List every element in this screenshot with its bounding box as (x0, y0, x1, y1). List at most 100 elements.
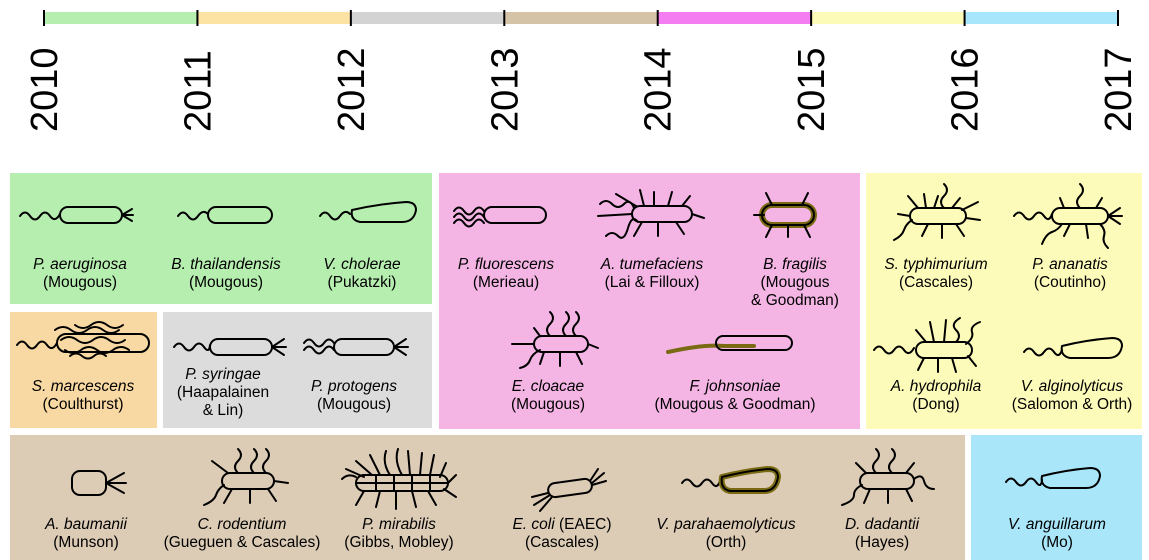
organism-label: P. syringae (Haapalainen & Lin) (177, 366, 269, 420)
authors: (Orth) (656, 534, 795, 552)
species-suffix: (EAEC) (555, 516, 612, 533)
organism-label: C. rodentium (Gueguen & Cascales) (164, 516, 321, 552)
authors: (Coutinho) (1032, 274, 1108, 292)
rod-multi-flagella-pili-icon (302, 331, 432, 361)
organism-label: D. dadantii (Hayes) (845, 516, 919, 552)
timeline-year-label: 2017 (1098, 47, 1140, 132)
rod-flagellum-pili-icon (18, 200, 158, 230)
authors: (Mougous) (171, 274, 280, 292)
organism-label: V. anguillarum (Mo) (1008, 516, 1106, 552)
rod-peritrichous-icon (830, 443, 940, 513)
organism-label: V. cholerae (Pukatzki) (323, 256, 400, 292)
organism-label: A. baumanii (Munson) (45, 516, 127, 552)
timeline-year-label: 2012 (331, 47, 373, 132)
timeline-period-segment (44, 12, 197, 24)
species-name: E. coli (512, 516, 554, 533)
authors: (Salomon & Orth) (1012, 396, 1133, 414)
timeline: 2010 2011 2012 2013 2014 2015 2016 2017 (0, 0, 1149, 150)
authors: (Hayes) (845, 534, 919, 552)
timeline-year-label: 2016 (945, 47, 987, 132)
authors: (Gibbs, Mobley) (344, 534, 453, 552)
organism-label: P. aeruginosa (Mougous) (33, 256, 127, 292)
authors: (Mougous & Goodman) (654, 396, 815, 414)
organism-label: E. coli (EAEC) (Cascales) (512, 516, 611, 552)
authors: (Munson) (45, 534, 127, 552)
authors: (Mo) (1008, 534, 1106, 552)
rod-flagellum-icon (176, 200, 276, 230)
species-name: P. mirabilis (344, 516, 453, 534)
organism-label: A. hydrophila (Dong) (891, 378, 981, 414)
organism-label: P. mirabilis (Gibbs, Mobley) (344, 516, 453, 552)
species-name: P. protogens (311, 378, 397, 396)
timeline-period-segment (658, 12, 811, 24)
species-name: D. dadantii (845, 516, 919, 534)
organism-label: E. cloacae (Mougous) (511, 378, 585, 414)
authors: (Gueguen & Cascales) (164, 534, 321, 552)
coccobacillus-pili-icon (68, 465, 138, 499)
organism-label: P. protogens (Mougous) (311, 378, 397, 414)
timeline-year-label: 2011 (177, 50, 219, 132)
authors: (Dong) (891, 396, 981, 414)
species-name: A. baumanii (45, 516, 127, 534)
gliding-rod-icon (664, 330, 804, 360)
authors: (Mougous) (311, 396, 397, 414)
group-box-2013 (10, 435, 965, 560)
authors: (Merieau) (458, 274, 554, 292)
authors: (Pukatzki) (323, 274, 400, 292)
species-name: A. hydrophila (891, 378, 981, 396)
authors: (Haapalainen (177, 384, 269, 402)
authors: (Coulthurst) (32, 396, 135, 414)
rod-pili-icon (528, 465, 608, 515)
authors: (Mougous) (33, 274, 127, 292)
curved-rod-flagellum-icon (1004, 462, 1104, 496)
organism-label: P. fluorescens (Merieau) (458, 256, 554, 292)
timeline-period-segment (811, 12, 964, 24)
timeline-year-label: 2010 (24, 47, 66, 132)
authors: (Lai & Filloux) (601, 274, 704, 292)
authors: (Cascales) (884, 274, 987, 292)
organism-label: B. fragilis (Mougous & Goodman) (751, 256, 839, 310)
rod-peritrichous-icon (890, 180, 990, 242)
species-name: P. syringae (177, 366, 269, 384)
curved-rod-flagellum-icon (318, 196, 418, 230)
swarmer-rod-icon (336, 445, 462, 515)
capsule-curved-rod-icon (680, 463, 784, 499)
organism-label: F. johnsoniae (Mougous & Goodman) (654, 378, 815, 414)
rod-peritrichous-pili-icon (1012, 180, 1136, 250)
curved-rod-flagellum-icon (1022, 332, 1126, 366)
species-name: S. typhimurium (884, 256, 987, 274)
species-name: F. johnsoniae (654, 378, 815, 396)
rod-peritrichous-icon (510, 310, 600, 370)
species-name: A. tumefaciens (601, 256, 704, 274)
species-name: P. ananatis (1032, 256, 1108, 274)
species-name: C. rodentium (164, 516, 321, 534)
species-name: V. anguillarum (1008, 516, 1106, 534)
timeline-period-segment (351, 12, 504, 24)
timeline-year-label: 2015 (791, 47, 833, 132)
authors-cont: & Goodman) (751, 292, 839, 310)
timeline-period-segment (965, 12, 1118, 24)
species-name: B. fragilis (751, 256, 839, 274)
organism-label: S. marcescens (Coulthurst) (32, 378, 135, 414)
species-name: B. thailandensis (171, 256, 280, 274)
species-name: P. aeruginosa (33, 256, 127, 274)
authors: (Mougous) (511, 396, 585, 414)
peritrichous-rod-icon (15, 320, 155, 360)
authors-cont: & Lin) (177, 402, 269, 420)
timeline-year-label: 2013 (484, 47, 526, 132)
organism-label: V. alginolyticus (Salomon & Orth) (1012, 378, 1133, 414)
authors: (Cascales) (512, 534, 611, 552)
rod-peritrichous-icon (872, 314, 982, 376)
species-name-line: E. coli (EAEC) (512, 516, 611, 534)
organism-label: S. typhimurium (Cascales) (884, 256, 987, 292)
authors: (Mougous (751, 274, 839, 292)
species-name: V. cholerae (323, 256, 400, 274)
organism-label: V. parahaemolyticus (Orth) (656, 516, 795, 552)
organism-label: B. thailandensis (Mougous) (171, 256, 280, 292)
species-name: V. alginolyticus (1012, 378, 1133, 396)
timeline-year-label: 2014 (638, 47, 680, 132)
species-name: P. fluorescens (458, 256, 554, 274)
timeline-period-segment (504, 12, 657, 24)
species-name: S. marcescens (32, 378, 135, 396)
rod-flagellum-pili-icon (172, 331, 302, 361)
